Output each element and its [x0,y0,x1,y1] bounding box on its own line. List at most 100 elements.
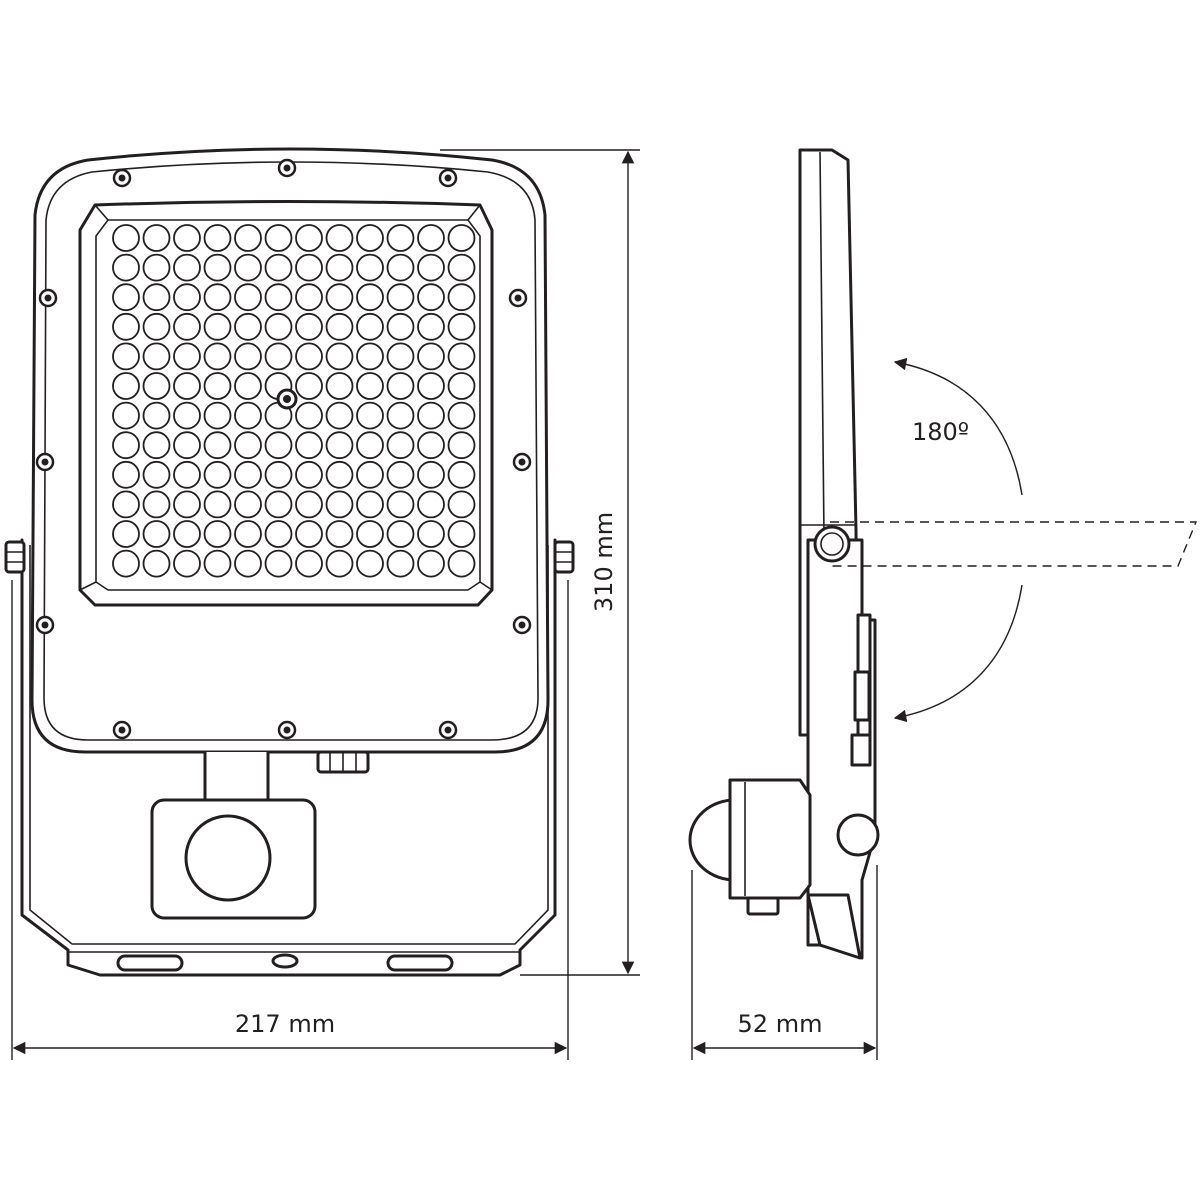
led-8-3 [203,460,232,489]
led-10-11 [447,520,476,548]
led-11-8 [356,549,384,578]
side-sensor-lens [688,798,737,882]
lower-housing-inner [29,545,549,945]
depth-label: 52 mm [738,1010,823,1038]
led-1-9 [386,253,415,282]
led-7-9 [386,431,415,460]
led-9-11 [447,490,476,519]
side-view: 180º [688,148,1198,960]
led-10-8 [356,520,384,548]
led-9-10 [417,490,445,519]
led-6-0 [112,401,140,430]
led-2-8 [356,283,384,312]
screw-head-9 [118,726,126,734]
led-7-6 [295,431,323,460]
led-7-0 [112,431,140,460]
led-5-10 [417,372,445,400]
led-10-9 [386,520,415,548]
led-4-4 [234,342,262,371]
led-0-11 [447,224,476,252]
led-6-4 [234,401,262,430]
led-6-6 [295,401,323,430]
led-6-7 [325,401,354,430]
front-view [4,147,575,977]
led-9-9 [386,490,415,519]
led-3-11 [447,312,476,341]
led-0-9 [386,224,415,252]
led-9-7 [325,490,354,519]
led-4-6 [295,342,323,371]
led-9-6 [295,490,323,519]
led-5-7 [325,372,354,400]
led-grid [112,224,476,578]
led-8-0 [112,460,140,489]
led-10-0 [112,520,140,548]
led-7-3 [203,431,232,460]
height-label: 310 mm [590,512,618,612]
screw-head-11 [444,726,452,734]
screw-head-7 [41,621,49,629]
led-2-11 [447,283,476,312]
led-7-8 [356,431,384,460]
led-6-10 [417,401,445,430]
led-11-11 [447,549,476,578]
led-4-5 [264,342,293,371]
led-2-10 [417,283,445,312]
led-7-10 [417,431,445,460]
screw-head-2 [444,174,452,182]
led-2-7 [325,283,354,312]
led-2-0 [112,283,140,312]
led-9-8 [356,490,384,519]
led-4-10 [417,342,445,371]
led-11-9 [386,549,415,578]
slot-left [116,954,184,972]
led-11-0 [112,549,140,578]
led-2-6 [295,283,323,312]
rotated-outline [830,521,1198,567]
led-9-1 [142,490,171,519]
led-5-9 [386,372,415,400]
led-8-1 [142,460,171,489]
led-3-6 [295,312,323,341]
led-8-5 [264,460,293,489]
led-11-2 [173,549,201,578]
height-dimension: 310 mm [440,149,640,976]
pivot-bolt-left [4,540,26,574]
led-9-0 [112,490,140,519]
screw-head-5 [41,458,49,466]
led-8-11 [447,460,476,489]
side-sensor-bolt [746,896,780,916]
led-1-10 [417,253,445,282]
led-2-3 [203,283,232,312]
rotation-angle-label: 180º [912,418,969,446]
led-10-3 [203,520,232,548]
cable-gland [316,750,370,774]
led-3-3 [203,312,232,341]
led-5-11 [447,372,476,400]
led-7-5 [264,431,293,460]
center-screw [276,388,298,410]
led-5-3 [203,372,232,400]
screw-head-0 [118,174,126,182]
side-sensor-box [728,778,812,900]
led-5-8 [356,372,384,400]
led-0-5 [264,224,293,252]
led-frame-inner [95,219,481,591]
rotation-arrow-down [893,584,1023,723]
led-11-6 [295,549,323,578]
side-pivot [813,525,851,563]
led-7-2 [173,431,201,460]
led-6-11 [447,401,476,430]
screw-head-8 [518,621,526,629]
led-10-7 [325,520,354,548]
led-10-10 [417,520,445,548]
led-5-1 [142,372,171,400]
led-0-7 [325,224,354,252]
led-4-2 [173,342,201,371]
led-1-5 [264,253,293,282]
led-2-5 [264,283,293,312]
led-1-8 [356,253,384,282]
led-6-8 [356,401,384,430]
